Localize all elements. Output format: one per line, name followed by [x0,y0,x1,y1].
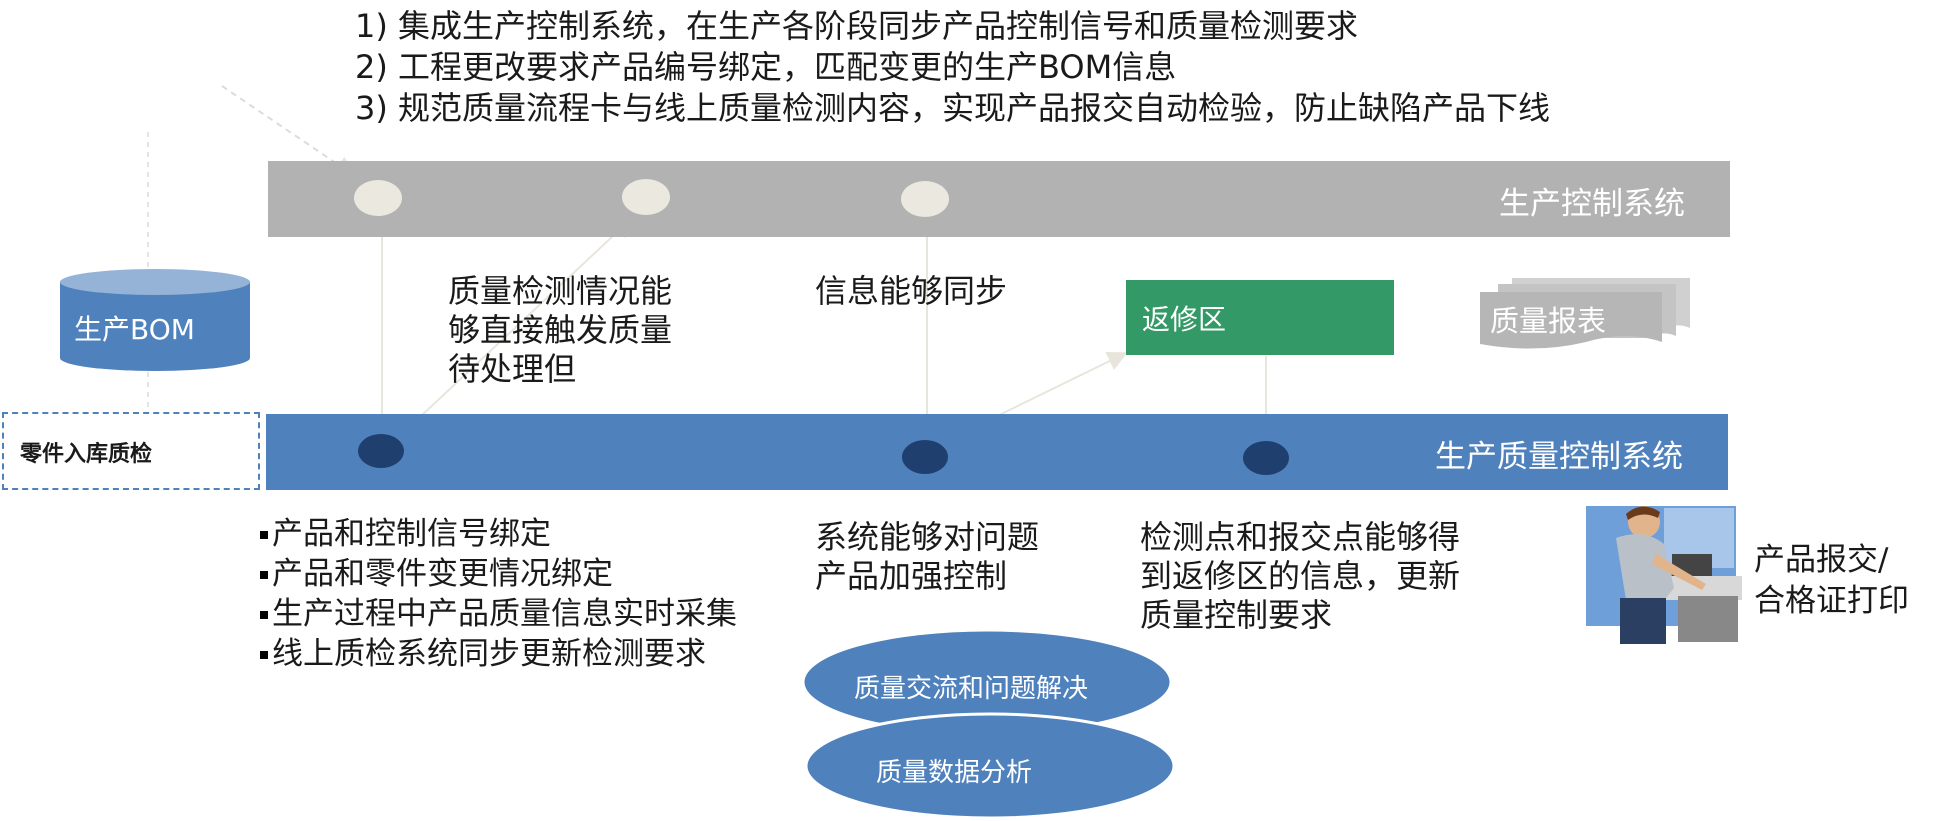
analysis-ellipse [804,712,1176,820]
analysis-label: 质量数据分析 [876,758,1033,788]
control-node-2 [622,179,670,215]
bullet-item: 产品和零件变更情况绑定 [258,554,758,594]
quality-report-label: 质量报表 [1490,304,1607,338]
person-workstation-icon [1586,506,1742,644]
note-line: 够直接触发质量 [448,311,673,349]
production-control-band: 生产控制系统 [268,161,1730,237]
requirement-item: 1) 集成生产控制系统，在生产各阶段同步产品控制信号和质量检测要求 [355,7,1359,45]
bullet-item: 产品和控制信号绑定 [258,514,758,554]
requirement-item: 3) 规范质量流程卡与线上质量检测内容，实现产品报交自动检验，防止缺陷产品下线 [355,89,1551,127]
quality-control-band: 生产质量控制系统 [266,414,1728,490]
bom-database: 生产BOM [58,268,252,372]
quality-report: 质量报表 [1476,278,1692,350]
repair-zone-label: 返修区 [1142,303,1227,336]
document-stack-icon [1480,278,1690,349]
inbound-inspection-box: 零件入库质检 [2,412,260,490]
note-line: 到返修区的信息，更新 [1140,557,1461,595]
person-label-line: 产品报交/ [1754,542,1889,578]
trigger-arrow [403,217,633,433]
control-node-3 [901,181,949,217]
note-line: 质量检测情况能 [448,272,673,310]
quality-node-1 [358,434,404,468]
note-line: 质量控制要求 [1140,596,1333,634]
quality-node-2 [902,440,948,474]
person-label-line: 合格证打印 [1754,583,1909,619]
control-node-1 [354,180,402,216]
inbound-inspection-label: 零件入库质检 [20,442,153,467]
bom-label: 生产BOM [74,313,195,346]
note-line: 产品加强控制 [815,557,1008,595]
quality-control-label: 生产质量控制系统 [1435,439,1683,475]
production-control-label: 生产控制系统 [1499,186,1685,222]
repair-info-note: 检测点和报交点能够得 到返修区的信息，更新 质量控制要求 [1140,518,1460,635]
requirements-list: 1) 集成生产控制系统，在生产各阶段同步产品控制信号和质量检测要求 2) 工程更… [355,6,1550,129]
bullet-item: 线上质检系统同步更新检测要求 [258,634,758,674]
note-line: 系统能够对问题 [815,518,1040,556]
bullet-item: 生产过程中产品质量信息实时采集 [258,594,758,634]
trigger-note: 质量检测情况能 够直接触发质量 待处理但 [448,272,672,389]
person-label: 产品报交/ 合格证打印 [1754,540,1909,622]
control-note: 系统能够对问题 产品加强控制 [815,518,1039,596]
database-icon [60,269,250,371]
ellipse-group [801,630,1176,820]
note-line: 检测点和报交点能够得 [1140,518,1461,556]
requirement-item: 2) 工程更改要求产品编号绑定，匹配变更的生产BOM信息 [355,48,1177,86]
repair-zone-box: 返修区 [1126,280,1394,355]
dashed-guide-arrow [221,85,356,177]
sync-note: 信息能够同步 [815,272,1008,310]
bullet-list: 产品和控制信号绑定 产品和零件变更情况绑定 生产过程中产品质量信息实时采集 线上… [258,514,758,674]
note-line: 待处理但 [448,350,577,388]
quality-node-3 [1243,441,1289,475]
communication-label: 质量交流和问题解决 [854,674,1089,704]
